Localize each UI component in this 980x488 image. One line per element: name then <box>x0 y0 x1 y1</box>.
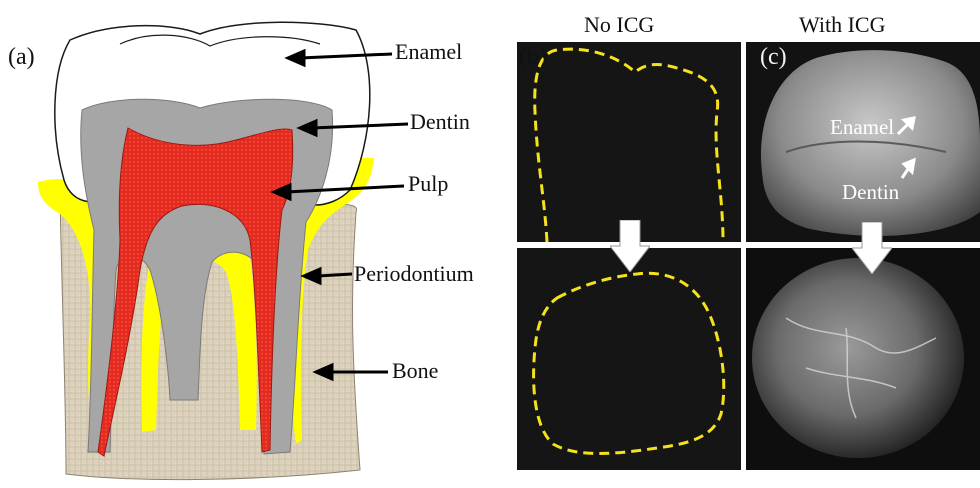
panel-b-bottom-image <box>517 248 741 470</box>
label-bone: Bone <box>392 360 438 382</box>
arrow-down-icon <box>610 220 650 272</box>
pointer-arrow-icons <box>746 42 980 242</box>
arrow-down-icon-c <box>852 222 892 274</box>
header-with-icg: With ICG <box>799 12 886 38</box>
panel-c-bottom-image <box>746 248 980 470</box>
label-periodontium: Periodontium <box>354 263 474 285</box>
label-pulp: Pulp <box>408 173 448 195</box>
panel-b-letter: (b) <box>519 44 547 71</box>
panel-b-top-image <box>517 42 741 242</box>
header-no-icg: No ICG <box>584 12 654 38</box>
label-enamel: Enamel <box>395 41 462 63</box>
label-dentin: Dentin <box>410 111 470 133</box>
tooth-outline-dashed-occlusal <box>534 273 724 453</box>
fluorescent-tooth-occlusal <box>752 258 964 458</box>
tooth-diagram <box>0 0 520 488</box>
tooth-outline-dashed <box>535 49 723 242</box>
